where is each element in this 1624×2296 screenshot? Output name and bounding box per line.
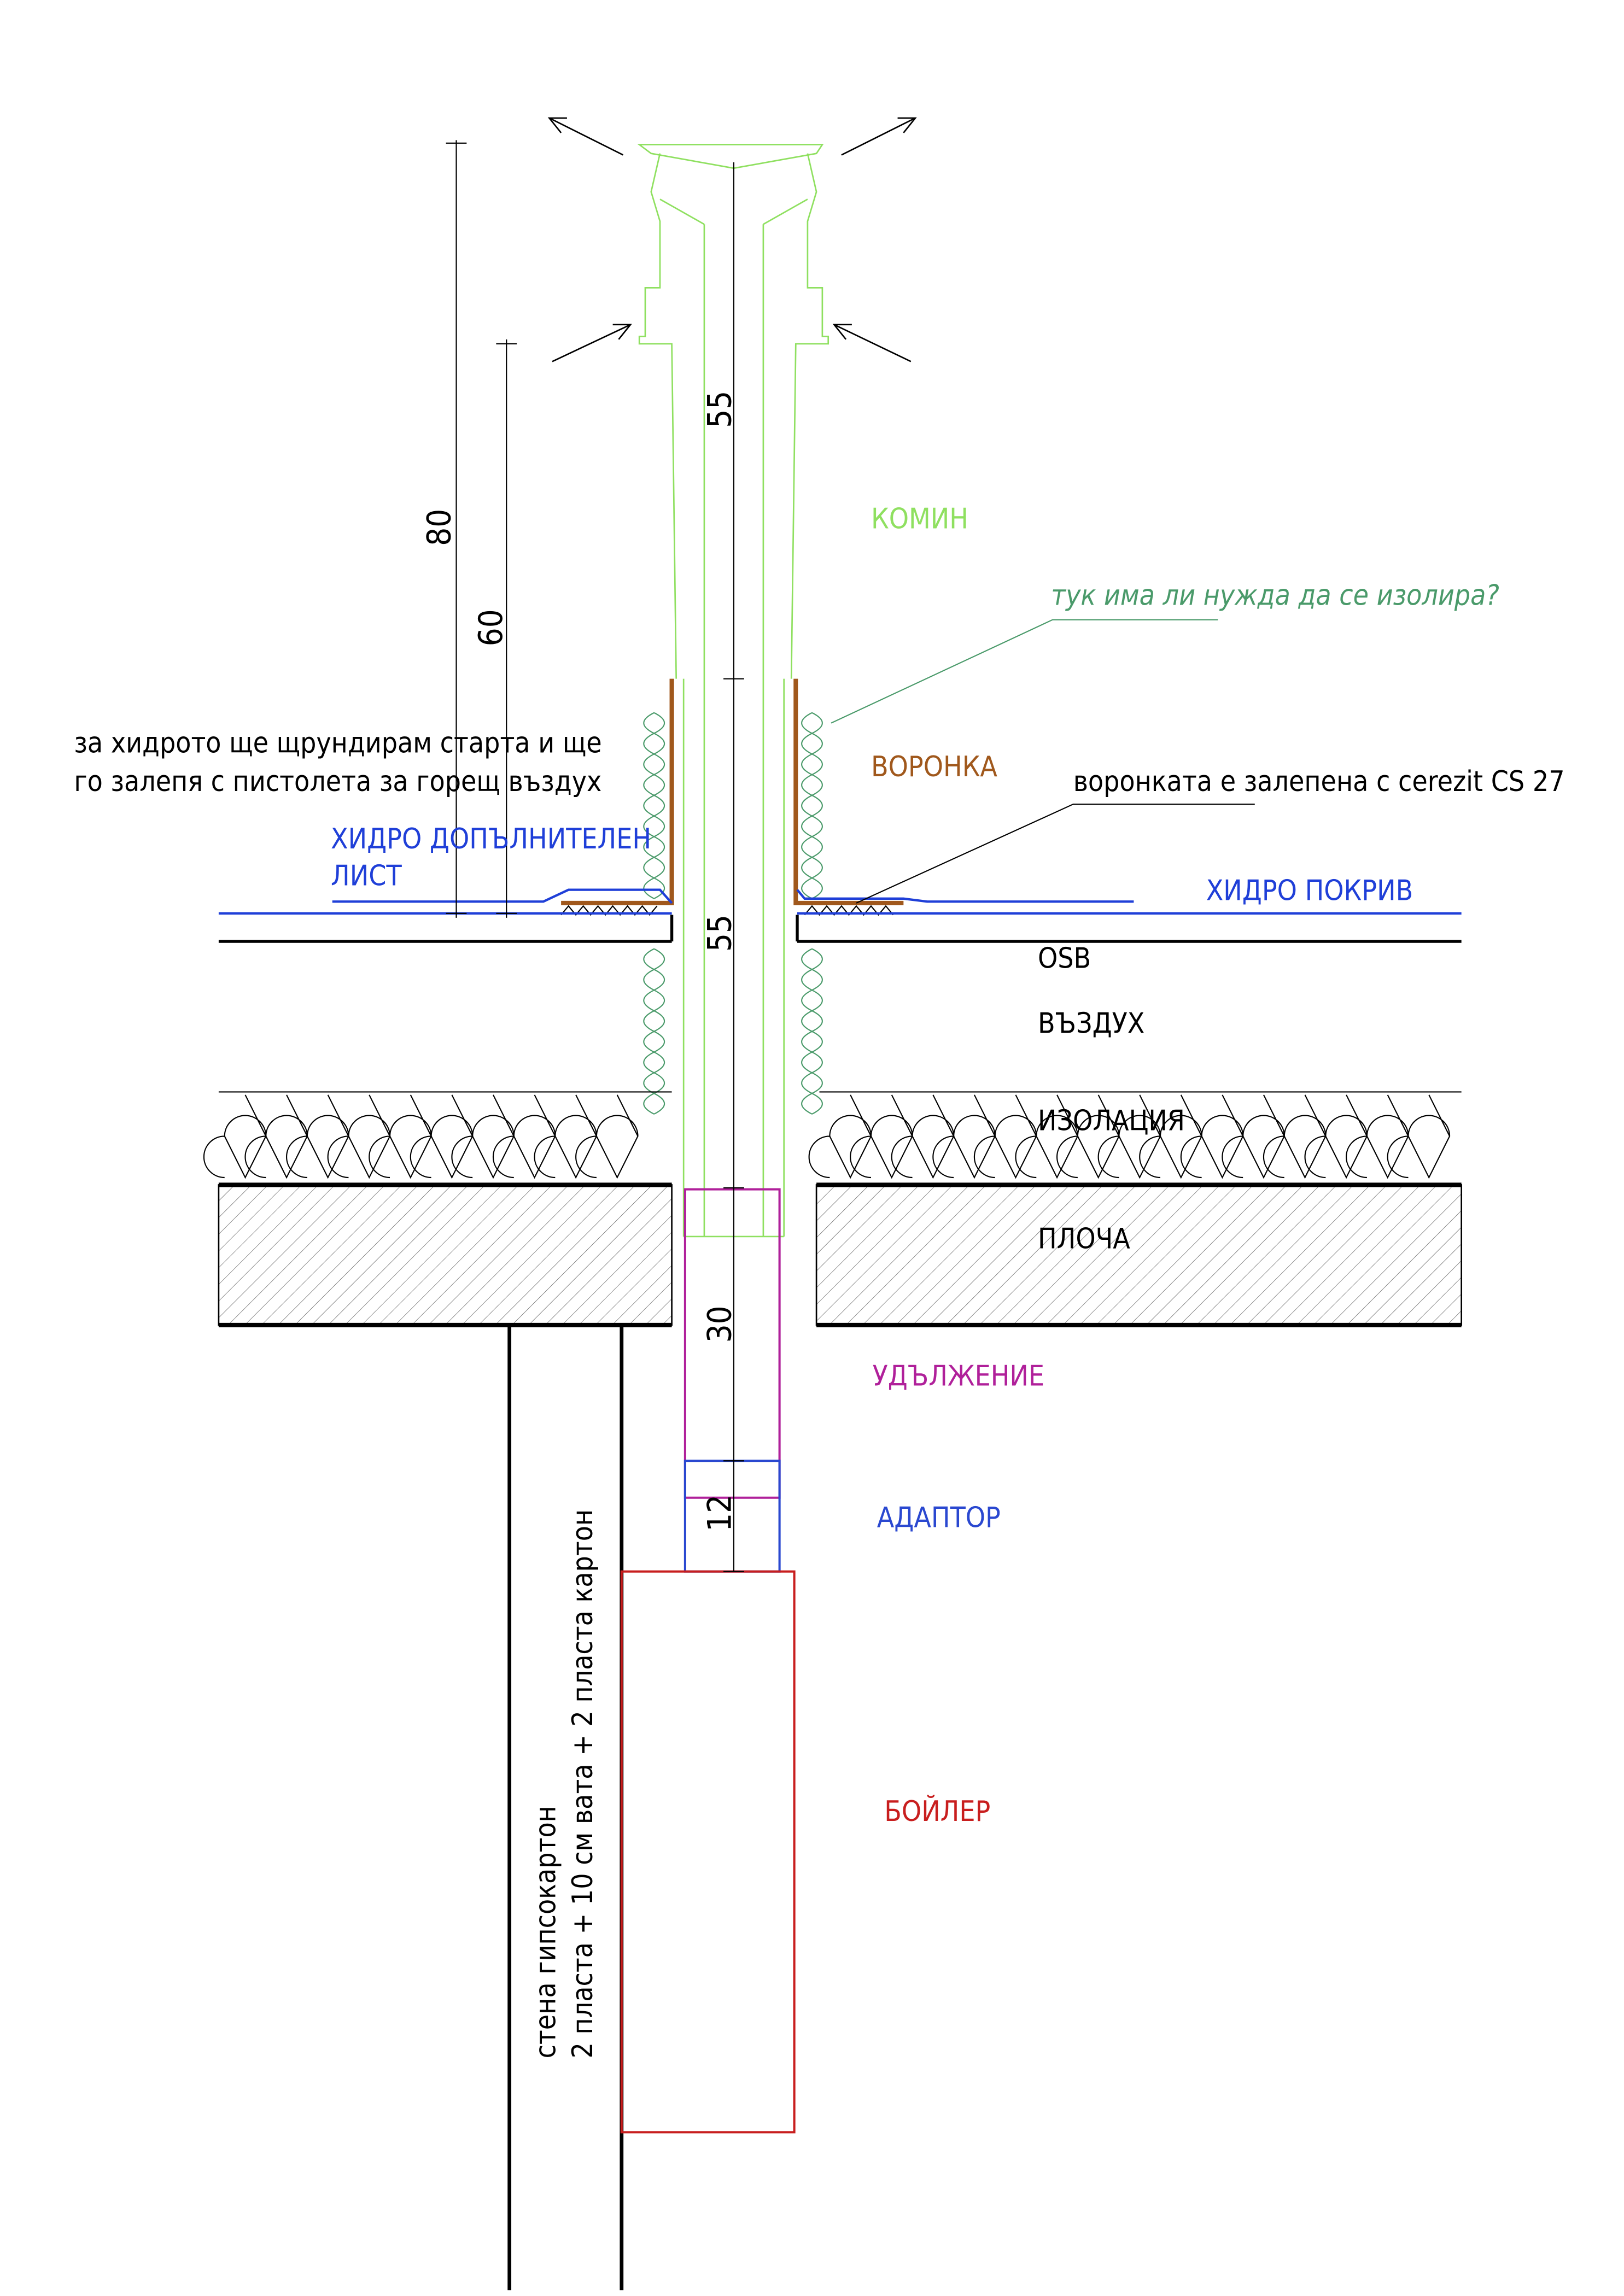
insulation-batt: [203, 1094, 267, 1179]
insulation-layer: [203, 1091, 1462, 1179]
osb-board: [218, 915, 1462, 943]
label-osb: OSB: [1038, 942, 1091, 975]
insulation-batt: [973, 1094, 1037, 1179]
insulation-batt: [1180, 1094, 1244, 1179]
insulation-batt: [808, 1094, 872, 1179]
label-wall-1: стена гипсокартон: [529, 1806, 562, 2058]
label-hydro-note-1: за хидрото ще щрундирам старта и ще: [74, 727, 601, 760]
label-voronka: ВОРОНКА: [871, 751, 997, 783]
insulation-batt: [492, 1094, 556, 1179]
voronka-flashing: [561, 678, 904, 905]
insulation-batt: [1304, 1094, 1368, 1179]
boiler: [620, 1570, 796, 2134]
dim-pipe-lower: 55: [702, 915, 739, 952]
label-hydro-roof: ХИДРО ПОКРИВ: [1206, 875, 1413, 907]
insulation-batt: [1222, 1094, 1285, 1179]
insulation-batt: [534, 1094, 597, 1179]
extension-pipe: [684, 1188, 781, 1499]
dim-adapter: 12: [702, 1495, 739, 1532]
dimension-lines: [446, 140, 744, 1572]
label-voronka-note: воронката е залепена с cerezit CS 27: [1073, 765, 1565, 798]
insulation-batt: [1097, 1094, 1161, 1179]
insulation-batt: [1263, 1094, 1327, 1179]
dim-extension: 30: [702, 1305, 739, 1343]
insulation-batt: [1015, 1094, 1078, 1179]
label-insulation: ИЗОЛАЦИЯ: [1038, 1105, 1185, 1138]
insulation-batt: [575, 1094, 639, 1179]
label-hydro-extra-1: ХИДРО ДОПЪЛНИТЕЛЕН: [331, 823, 651, 856]
insulation-batt: [410, 1094, 474, 1179]
label-komin: КОМИН: [871, 502, 968, 535]
drywall-wall: [507, 1325, 624, 2291]
insulation-batt: [1387, 1094, 1451, 1179]
insulation-batt: [850, 1094, 913, 1179]
insulation-batt: [932, 1094, 996, 1179]
insulation-batt: [244, 1094, 308, 1179]
concrete-slab: [218, 1182, 1463, 1327]
label-boiler: БОЙЛЕР: [884, 1795, 990, 1828]
pipe-insulation: [643, 712, 823, 1115]
insulation-batt: [327, 1094, 391, 1179]
label-extension: УДЪЛЖЕНИЕ: [873, 1360, 1044, 1393]
label-hydro-extra-2: ЛИСТ: [331, 860, 402, 893]
label-question: тук има ли нужда да се изолира?: [1051, 579, 1499, 612]
insulation-batt: [1346, 1094, 1409, 1179]
label-wall-2: 2 пласта + 10 см вата + 2 пласта картон: [566, 1509, 599, 2059]
insulation-batt: [891, 1094, 955, 1179]
hydro-membrane: [218, 888, 1462, 915]
label-hydro-note-2: го залепя с пистолета за горещ въздух: [74, 765, 601, 798]
insulation-batt: [369, 1094, 432, 1179]
insulation-batt: [451, 1094, 515, 1179]
dim-pipe-upper: 55: [702, 391, 739, 428]
airflow-arrows: [547, 117, 917, 362]
leader-lines: [831, 619, 1255, 904]
label-slab: ПЛОЧА: [1038, 1223, 1130, 1256]
insulation-batt: [1139, 1094, 1202, 1179]
chimney: [637, 144, 829, 1238]
dim-total-height: 80: [421, 509, 459, 546]
insulation-batt: [1056, 1094, 1120, 1179]
label-air: ВЪЗДУХ: [1038, 1007, 1144, 1040]
label-adapter: АДАПТОР: [877, 1502, 1001, 1534]
insulation-batt: [285, 1094, 349, 1179]
dim-above-roof: 60: [472, 609, 510, 646]
